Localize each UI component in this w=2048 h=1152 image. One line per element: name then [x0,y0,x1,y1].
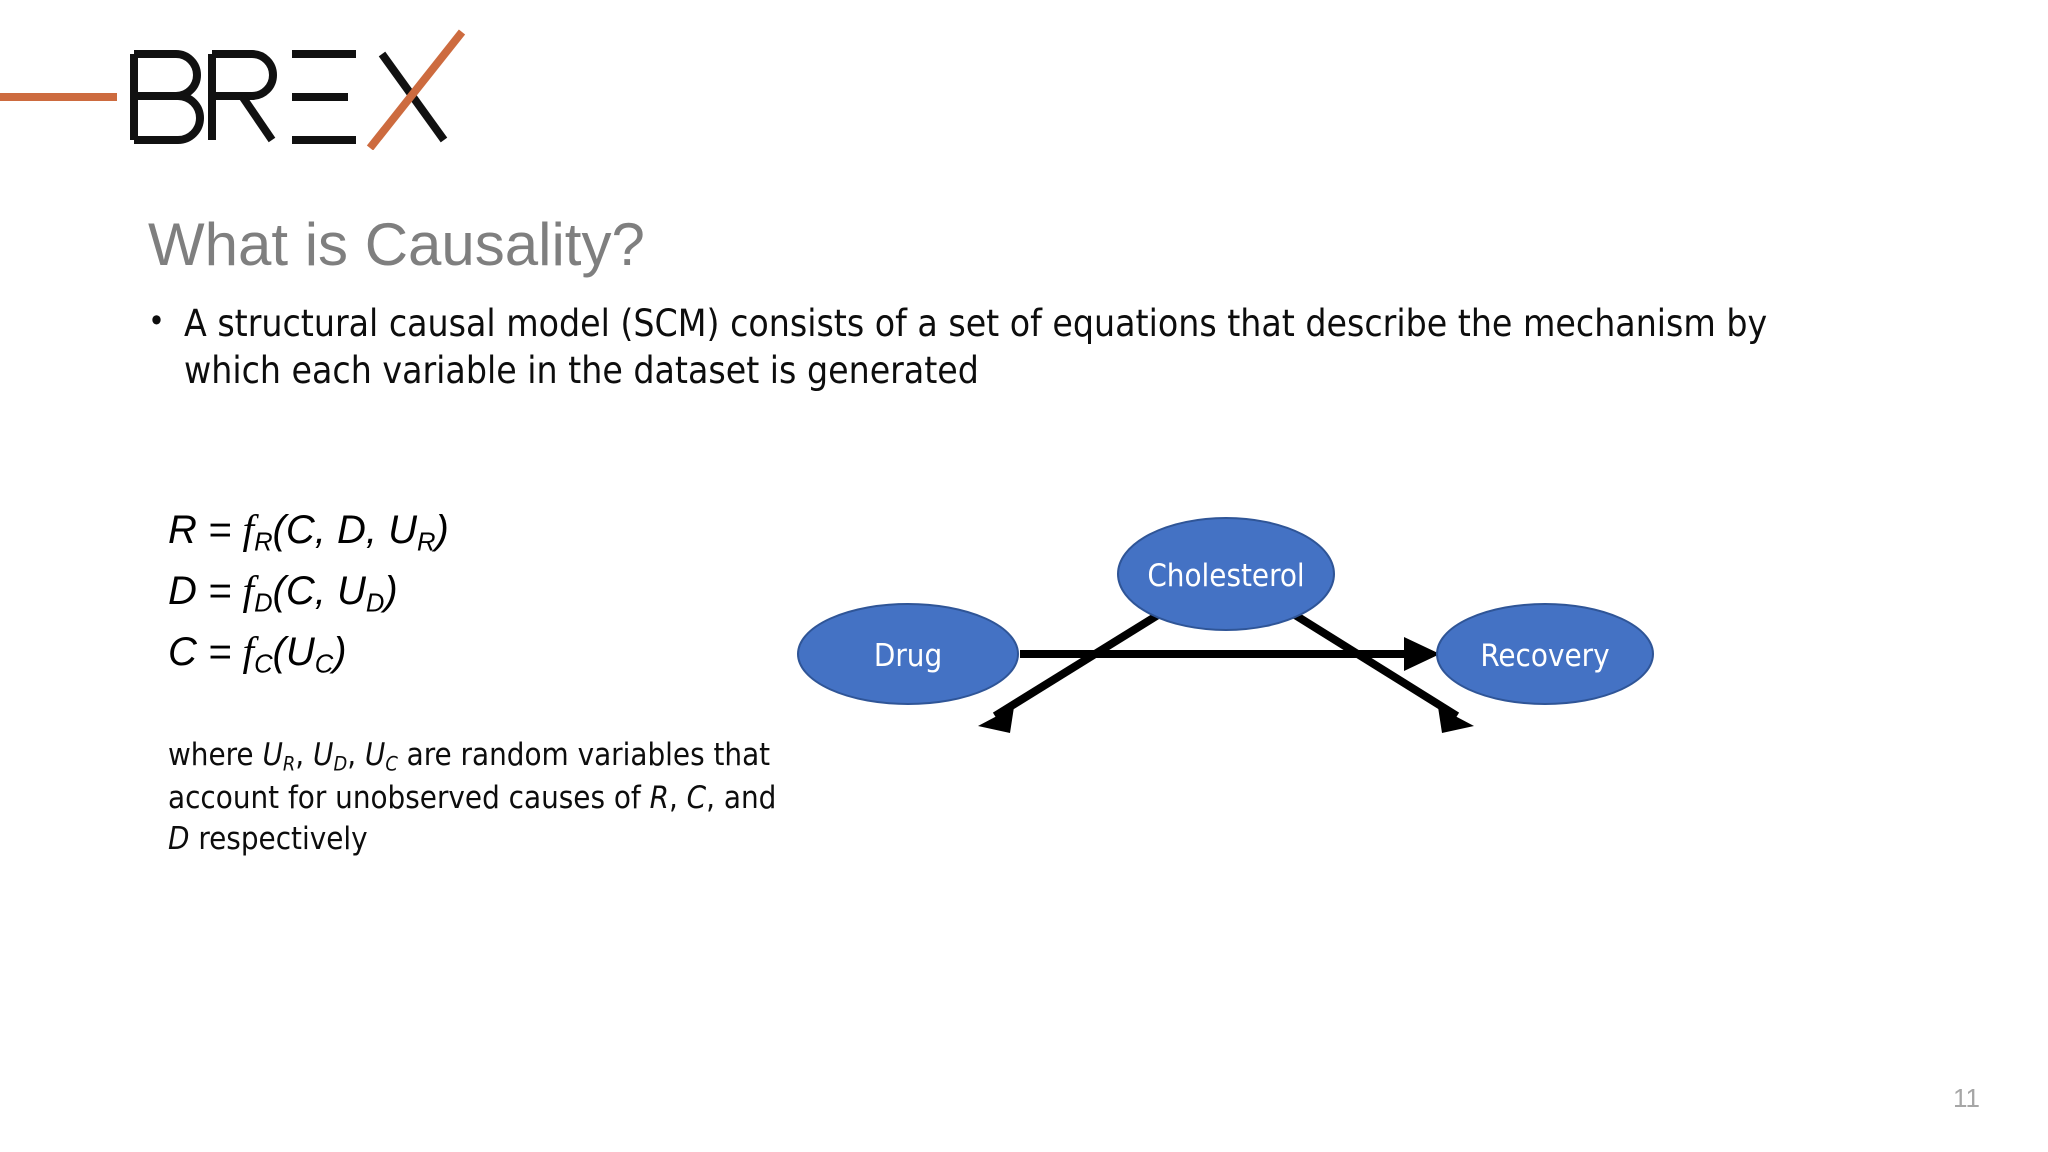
scm-equations: R = fR(C, D, UR) D = fD(C, UD) C = fC(UC… [168,500,449,683]
where-middle: are random variables that account for un… [168,737,771,816]
edge-drug-recovery-arrowhead [1404,637,1440,671]
bullet-list: • A structural causal model (SCM) consis… [148,300,1768,395]
equation-c-close: ) [333,630,347,674]
edge-drug-recovery [1020,637,1440,671]
equation-c-fn: f [242,628,255,674]
edge-cholesterol-drug-arrowhead [978,707,1014,733]
equation-d-args: (C, U [272,569,366,613]
equation-c-arg-sub: C [314,650,334,679]
equation-c-fn-sub: C [254,650,273,679]
graph-node-recovery-shape[interactable] [1436,603,1654,705]
page-title: What is Causality? [148,211,645,279]
logo-letter-e [292,50,356,144]
equation-r-args: (C, D, U [272,508,417,552]
where-var-ur-sub: R [282,752,296,776]
logo-letter-b [130,50,204,144]
bullet-marker: • [148,302,165,340]
where-note: where UR, UD, UC are random variables th… [168,737,777,858]
where-tail-var-r: R [649,779,669,816]
equation-r-close: ) [435,508,449,552]
list-item: • A structural causal model (SCM) consis… [148,300,1768,395]
where-tail: respectively [198,821,368,858]
equation-r-fn: f [242,506,255,552]
edge-cholesterol-drug [978,611,1161,733]
equation-c-eq: = [208,630,232,674]
equation-r-fn-sub: R [254,528,273,557]
causal-graph: Cholesterol Drug Recovery [780,500,1960,920]
logo-letter-x [366,29,466,150]
graph-node-cholesterol-shape[interactable] [1117,517,1335,631]
edge-cholesterol-recovery [1292,611,1474,733]
equation-d-fn: f [242,567,255,613]
graph-node-recovery[interactable]: Recovery [1436,603,1654,705]
where-var-uc-sub: C [385,752,398,776]
equation-c-args: (U [272,630,315,674]
causal-graph-svg: Cholesterol Drug Recovery [797,517,1654,733]
graph-node-cholesterol[interactable]: Cholesterol [1117,517,1335,631]
equation-r-lhs: R [168,508,197,552]
equation-r-arg-sub: R [416,528,436,557]
brex-logo-svg [0,29,466,150]
edge-cholesterol-recovery-arrowhead [1438,707,1474,733]
equation-c: C = fC(UC) [168,622,449,683]
graph-node-drug[interactable]: Drug [797,603,1019,705]
where-var-uc: U [364,737,386,773]
graph-node-drug-label: Drug [874,638,942,674]
equation-d: D = fD(C, UD) [168,561,449,622]
equation-r: R = fR(C, D, UR) [168,500,449,561]
equation-d-lhs: D [168,569,197,613]
brex-logo [0,20,480,150]
where-var-ud-sub: D [333,752,348,776]
where-tail-var-c: C [686,779,707,816]
graph-node-drug-shape[interactable] [797,603,1019,705]
logo-letter-r [208,50,277,143]
equation-d-close: ) [384,569,398,613]
equation-r-eq: = [208,508,232,552]
page-number: 11 [1953,1083,1980,1113]
graph-node-recovery-label: Recovery [1480,638,1609,674]
equation-d-fn-sub: D [254,589,273,618]
bullet-text: A structural causal model (SCM) consists… [184,302,1768,393]
where-var-ud: U [313,737,334,773]
equation-d-arg-sub: D [365,589,385,618]
where-var-ur: U [262,737,283,773]
equation-c-lhs: C [168,630,197,674]
where-tail-var-d: D [168,821,190,858]
where-lead: where [168,737,254,773]
equation-d-eq: = [208,569,232,613]
graph-node-cholesterol-label: Cholesterol [1147,558,1304,594]
